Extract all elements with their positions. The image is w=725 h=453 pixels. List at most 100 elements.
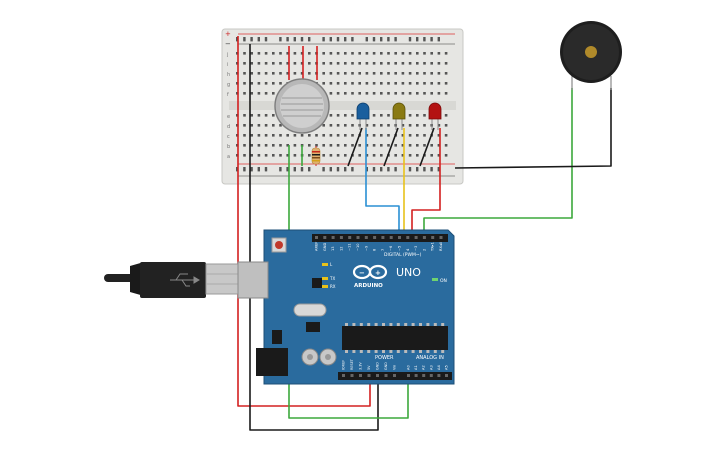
breadboard-hole[interactable] (243, 82, 246, 85)
breadboard-hole[interactable] (272, 72, 275, 75)
breadboard-hole[interactable] (257, 144, 261, 147)
breadboard-hole[interactable] (416, 72, 419, 75)
breadboard-hole[interactable] (430, 72, 433, 75)
breadboard-hole[interactable] (365, 144, 369, 147)
breadboard-hole[interactable] (394, 154, 397, 157)
breadboard-hole[interactable] (387, 92, 390, 95)
breadboard-hole[interactable] (351, 52, 354, 55)
rail-hole[interactable] (336, 169, 340, 172)
breadboard-hole[interactable] (365, 134, 369, 137)
digital-pin[interactable] (422, 236, 426, 239)
breadboard-hole[interactable] (351, 124, 354, 127)
breadboard-hole[interactable] (279, 52, 282, 55)
breadboard[interactable]: j i h g f e d c b a + − (221, 28, 464, 185)
rail-hole[interactable] (286, 167, 289, 170)
analog-pin[interactable] (437, 374, 441, 377)
breadboard-hole[interactable] (380, 134, 383, 137)
breadboard-hole[interactable] (430, 62, 433, 65)
rail-hole[interactable] (286, 39, 289, 42)
breadboard-hole[interactable] (401, 62, 405, 65)
breadboard-hole[interactable] (372, 82, 376, 85)
breadboard-hole[interactable] (387, 144, 390, 147)
rail-hole[interactable] (250, 169, 253, 172)
breadboard-hole[interactable] (351, 82, 354, 85)
breadboard-hole[interactable] (387, 124, 390, 127)
breadboard-hole[interactable] (344, 62, 347, 65)
breadboard-hole[interactable] (336, 134, 340, 137)
breadboard-hole[interactable] (264, 114, 268, 117)
breadboard-hole[interactable] (293, 62, 297, 65)
breadboard-hole[interactable] (308, 154, 311, 157)
breadboard-hole[interactable] (444, 72, 448, 75)
breadboard-hole[interactable] (272, 62, 275, 65)
rail-hole[interactable] (423, 167, 426, 170)
breadboard-hole[interactable] (243, 92, 246, 95)
breadboard-hole[interactable] (416, 52, 419, 55)
rail-hole[interactable] (372, 169, 376, 172)
rail-hole[interactable] (279, 39, 282, 42)
breadboard-hole[interactable] (437, 92, 441, 95)
breadboard-hole[interactable] (430, 92, 433, 95)
breadboard-hole[interactable] (416, 154, 419, 157)
wire-buzzer-ground[interactable] (454, 88, 612, 169)
breadboard-hole[interactable] (444, 134, 448, 137)
breadboard-hole[interactable] (423, 124, 426, 127)
led-yellow[interactable] (392, 102, 406, 130)
rail-hole[interactable] (300, 167, 304, 170)
breadboard-hole[interactable] (264, 144, 268, 147)
rail-hole[interactable] (408, 169, 412, 172)
rail-hole[interactable] (351, 37, 354, 40)
breadboard-hole[interactable] (408, 144, 412, 147)
breadboard-hole[interactable] (336, 82, 340, 85)
rail-hole[interactable] (336, 39, 340, 42)
rail-hole[interactable] (380, 169, 383, 172)
breadboard-hole[interactable] (264, 52, 268, 55)
breadboard-hole[interactable] (322, 134, 325, 137)
breadboard-hole[interactable] (243, 114, 246, 117)
breadboard-hole[interactable] (401, 72, 405, 75)
breadboard-hole[interactable] (279, 72, 282, 75)
digital-pin[interactable] (398, 236, 401, 239)
breadboard-hole[interactable] (329, 134, 333, 137)
breadboard-hole[interactable] (387, 62, 390, 65)
breadboard-hole[interactable] (344, 124, 347, 127)
breadboard-hole[interactable] (300, 134, 304, 137)
wire-ground[interactable] (249, 44, 379, 431)
digital-pin[interactable] (381, 236, 385, 239)
digital-pin[interactable] (331, 236, 335, 239)
breadboard-hole[interactable] (358, 82, 361, 85)
breadboard-hole[interactable] (416, 62, 419, 65)
breadboard-hole[interactable] (401, 154, 405, 157)
breadboard-hole[interactable] (416, 114, 419, 117)
rail-hole[interactable] (329, 167, 332, 170)
breadboard-hole[interactable] (387, 52, 390, 55)
breadboard-hole[interactable] (329, 114, 333, 117)
breadboard-hole[interactable] (243, 134, 246, 137)
led-blue[interactable] (356, 102, 370, 130)
breadboard-hole[interactable] (408, 82, 412, 85)
breadboard-hole[interactable] (329, 144, 333, 147)
breadboard-hole[interactable] (437, 134, 441, 137)
breadboard-hole[interactable] (423, 114, 426, 117)
breadboard-hole[interactable] (423, 72, 426, 75)
breadboard-hole[interactable] (272, 124, 275, 127)
breadboard-hole[interactable] (344, 72, 347, 75)
breadboard-hole[interactable] (380, 124, 383, 127)
rail-hole[interactable] (250, 167, 253, 170)
breadboard-hole[interactable] (394, 92, 397, 95)
breadboard-hole[interactable] (387, 114, 390, 117)
breadboard-hole[interactable] (322, 62, 325, 65)
breadboard-hole[interactable] (286, 52, 289, 55)
wire-buzzer-signal[interactable] (423, 88, 573, 236)
digital-pin[interactable] (414, 236, 418, 239)
breadboard-hole[interactable] (243, 124, 246, 127)
breadboard-hole[interactable] (444, 52, 448, 55)
breadboard-hole[interactable] (250, 124, 253, 127)
breadboard-hole[interactable] (308, 62, 311, 65)
rail-hole[interactable] (322, 37, 325, 40)
breadboard-hole[interactable] (250, 134, 253, 137)
rail-hole[interactable] (344, 169, 347, 172)
breadboard-hole[interactable] (358, 72, 361, 75)
breadboard-hole[interactable] (380, 154, 383, 157)
breadboard-hole[interactable] (437, 144, 441, 147)
